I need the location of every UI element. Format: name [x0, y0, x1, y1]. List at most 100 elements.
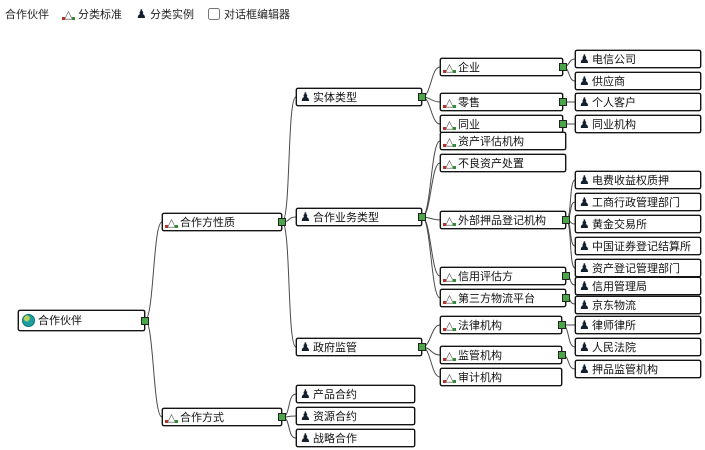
node-electricity-fee-pledge[interactable]: ♟ 电费收益权质押 — [575, 171, 701, 189]
root-partner-icon — [22, 314, 35, 327]
node-regulatory-institution[interactable]: △ 监管机构 — [440, 346, 566, 364]
collapse-handle[interactable] — [558, 321, 566, 329]
node-personal-customer[interactable]: ♟ 个人客户 — [575, 93, 701, 111]
node-retail[interactable]: △ 零售 — [440, 93, 567, 111]
collapse-handle[interactable] — [559, 98, 567, 106]
node-pledge-regulator[interactable]: ♟ 押品监管机构 — [575, 360, 701, 378]
node-supplier[interactable]: ♟ 供应商 — [575, 72, 701, 90]
node-interbank[interactable]: △ 同业 — [440, 115, 567, 133]
node-product-contract[interactable]: ♟ 产品合约 — [296, 385, 415, 403]
collapse-handle[interactable] — [418, 213, 426, 221]
category-instance-icon: ♟ — [136, 7, 147, 21]
category-standard-icon: △ — [443, 269, 456, 283]
link-line — [565, 179, 576, 221]
collapse-handle[interactable] — [559, 63, 567, 71]
legend-category-instance: ♟ 分类实例 — [136, 6, 194, 22]
link-line — [421, 216, 441, 277]
collapse-handle[interactable] — [559, 120, 567, 128]
node-telecom-company[interactable]: ♟ 电信公司 — [575, 50, 701, 68]
category-instance-icon: ♟ — [579, 340, 590, 354]
node-resource-contract[interactable]: ♟ 资源合约 — [296, 407, 415, 425]
node-gov-regulation[interactable]: ♟ 政府监管 — [296, 338, 426, 356]
category-standard-icon: △ — [165, 215, 178, 229]
link-line — [421, 216, 441, 299]
category-standard-icon: △ — [443, 291, 456, 305]
node-bad-asset-disposal[interactable]: △ 不良资产处置 — [440, 154, 566, 172]
node-enterprise[interactable]: △ 企业 — [440, 58, 567, 76]
collapse-handle[interactable] — [418, 93, 426, 101]
collapse-handle[interactable] — [278, 413, 286, 421]
category-instance-icon: ♟ — [300, 90, 311, 104]
dialog-editor-label: 对话框编辑器 — [224, 8, 290, 21]
node-asset-registry-admin[interactable]: ♟ 资产登记管理部门 — [575, 259, 701, 277]
node-strategic-coop[interactable]: ♟ 战略合作 — [296, 429, 415, 447]
node-audit-institution[interactable]: △ 审计机构 — [440, 368, 562, 386]
node-gold-exchange[interactable]: ♟ 黄金交易所 — [575, 215, 701, 233]
node-credit-bureau[interactable]: ♟ 信用管理局 — [575, 277, 701, 295]
category-instance-icon: ♟ — [579, 279, 590, 293]
collapse-handle[interactable] — [562, 272, 570, 280]
link-line — [281, 96, 297, 223]
category-standard-icon: △ — [443, 156, 456, 170]
toolbar-title: 合作伙伴 — [5, 8, 49, 21]
node-root-partner[interactable]: 合作伙伴 — [18, 310, 149, 331]
category-instance-icon: ♟ — [300, 210, 311, 224]
collapse-handle[interactable] — [141, 316, 149, 325]
link-line — [421, 162, 441, 218]
category-instance-icon: ♟ — [579, 74, 590, 88]
collapse-handle[interactable] — [562, 216, 570, 224]
category-standard-icon: △ — [443, 95, 456, 109]
collapse-handle[interactable] — [278, 218, 286, 226]
category-instance-icon: ♟ — [579, 239, 590, 253]
category-standard-icon: △ — [443, 60, 456, 74]
node-china-securities-depository[interactable]: ♟ 中国证券登记结算所 — [575, 237, 701, 255]
category-instance-icon: ♟ — [300, 431, 311, 445]
category-standard-icon: △ — [443, 370, 456, 384]
node-partner-mode[interactable]: △ 合作方式 — [162, 408, 286, 426]
category-instance-icon: ♟ — [300, 387, 311, 401]
link-line — [281, 221, 297, 348]
link-line — [565, 219, 576, 269]
category-instance-icon: ♟ — [579, 95, 590, 109]
node-credit-evaluator[interactable]: △ 信用评估方 — [440, 267, 570, 285]
dialog-editor-checkbox[interactable] — [208, 8, 220, 20]
node-interbank-org[interactable]: ♟ 同业机构 — [575, 115, 701, 133]
toolbar: 合作伙伴 △ 分类标准 ♟ 分类实例 对话框编辑器 — [5, 5, 290, 23]
category-standard-icon: △ — [443, 318, 456, 332]
category-instance-icon: ♟ — [579, 117, 590, 131]
node-asset-evaluation[interactable]: △ 资产评估机构 — [440, 132, 566, 150]
collapse-handle[interactable] — [562, 294, 570, 302]
node-law-firm[interactable]: ♟ 律师律所 — [575, 316, 701, 334]
category-instance-icon: ♟ — [300, 409, 311, 423]
category-instance-icon: ♟ — [579, 217, 590, 231]
dialog-editor-toggle: 对话框编辑器 — [208, 6, 290, 22]
node-external-pledge-registry[interactable]: △ 外部押品登记机构 — [440, 211, 570, 229]
category-instance-icon: ♟ — [579, 318, 590, 332]
node-partner-nature[interactable]: △ 合作方性质 — [162, 213, 286, 231]
category-instance-icon: ♟ — [579, 52, 590, 66]
category-standard-icon: △ — [443, 213, 456, 227]
legend-instance-label: 分类实例 — [150, 8, 194, 21]
category-instance-icon: ♟ — [579, 362, 590, 376]
category-standard-icon: △ — [62, 7, 75, 21]
node-entity-type[interactable]: ♟ 实体类型 — [296, 88, 426, 106]
category-instance-icon: ♟ — [579, 195, 590, 209]
category-instance-icon: ♟ — [579, 173, 590, 187]
node-jd-logistics[interactable]: ♟ 京东物流 — [575, 296, 701, 314]
collapse-handle[interactable] — [558, 351, 566, 359]
link-line — [421, 96, 441, 125]
category-standard-icon: △ — [443, 348, 456, 362]
category-instance-icon: ♟ — [579, 298, 590, 312]
category-standard-icon: △ — [165, 410, 178, 424]
category-instance-icon: ♟ — [300, 340, 311, 354]
node-industry-commerce-admin[interactable]: ♟ 工商行政管理部门 — [575, 193, 701, 211]
link-line — [144, 221, 163, 321]
node-third-party-logistics[interactable]: △ 第三方物流平台 — [440, 289, 570, 307]
legend-standard-label: 分类标准 — [78, 8, 122, 21]
collapse-handle[interactable] — [418, 343, 426, 351]
category-instance-icon: ♟ — [579, 261, 590, 275]
node-legal-institution[interactable]: △ 法律机构 — [440, 316, 566, 334]
node-business-type[interactable]: ♟ 合作业务类型 — [296, 208, 426, 226]
node-peoples-court[interactable]: ♟ 人民法院 — [575, 338, 701, 356]
